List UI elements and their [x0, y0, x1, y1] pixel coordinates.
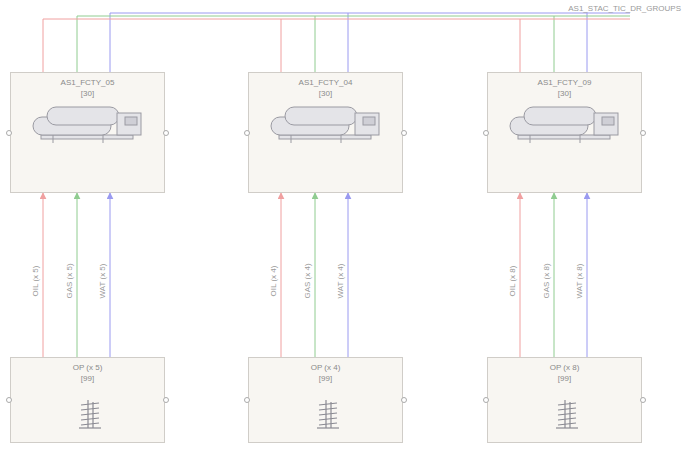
node-title: OP (x 5) — [11, 362, 164, 373]
stream-connector — [77, 193, 78, 357]
header-wire — [348, 13, 349, 78]
stream-connector — [110, 193, 111, 357]
node-code: [30] — [11, 88, 164, 99]
header-wire — [43, 19, 44, 78]
node-title: OP (x 4) — [249, 362, 402, 373]
side-port — [6, 397, 12, 403]
well-group-box: OP (x 4)[99] — [248, 357, 403, 443]
node-code: [99] — [11, 373, 164, 384]
side-port — [163, 130, 169, 136]
side-port — [483, 397, 489, 403]
side-port — [483, 130, 489, 136]
node-code: [99] — [488, 373, 641, 384]
header-bus — [77, 16, 630, 17]
side-port — [401, 397, 407, 403]
stream-label: OIL (x 4) — [269, 264, 278, 299]
stream-connector — [281, 193, 282, 357]
side-port — [640, 397, 646, 403]
node-code: [99] — [249, 373, 402, 384]
header-wire — [77, 16, 78, 78]
stream-label: GAS (x 4) — [303, 261, 312, 300]
stream-label: AS1_STAC_TIC_DR_GROUPS — [568, 4, 681, 13]
side-port — [163, 397, 169, 403]
node-title: AS1_FCTY_09 — [488, 77, 641, 88]
header-wire — [520, 19, 521, 78]
stream-label: WAT (x 8) — [575, 262, 584, 301]
header-wire — [554, 16, 555, 78]
stream-connector — [520, 193, 521, 357]
stream-connector — [43, 193, 44, 357]
stream-label: WAT (x 5) — [98, 262, 107, 301]
header-bus — [110, 13, 630, 14]
well-group-box: OP (x 8)[99] — [487, 357, 642, 443]
header-wire — [281, 19, 282, 78]
node-code: [30] — [488, 88, 641, 99]
node-title: OP (x 8) — [488, 362, 641, 373]
node-title: AS1_FCTY_04 — [249, 77, 402, 88]
side-port — [6, 130, 12, 136]
side-port — [244, 130, 250, 136]
side-port — [640, 130, 646, 136]
header-wire — [110, 13, 111, 78]
stream-label: GAS (x 8) — [542, 261, 551, 300]
stream-label: OIL (x 8) — [508, 264, 517, 299]
stream-connector — [587, 193, 588, 357]
node-title: AS1_FCTY_05 — [11, 77, 164, 88]
header-bus — [43, 19, 630, 20]
facility-box: AS1_FCTY_05[30] — [10, 72, 165, 193]
stream-connector — [554, 193, 555, 357]
well-group-box: OP (x 5)[99] — [10, 357, 165, 443]
side-port — [401, 130, 407, 136]
stream-label: OIL (x 5) — [31, 264, 40, 299]
header-wire — [587, 13, 588, 78]
stream-label: WAT (x 4) — [336, 262, 345, 301]
stream-label: GAS (x 5) — [65, 261, 74, 300]
stream-connector — [315, 193, 316, 357]
stream-connector — [348, 193, 349, 357]
header-wire — [315, 16, 316, 78]
side-port — [244, 397, 250, 403]
node-code: [30] — [249, 88, 402, 99]
facility-box: AS1_FCTY_09[30] — [487, 72, 642, 193]
facility-box: AS1_FCTY_04[30] — [248, 72, 403, 193]
